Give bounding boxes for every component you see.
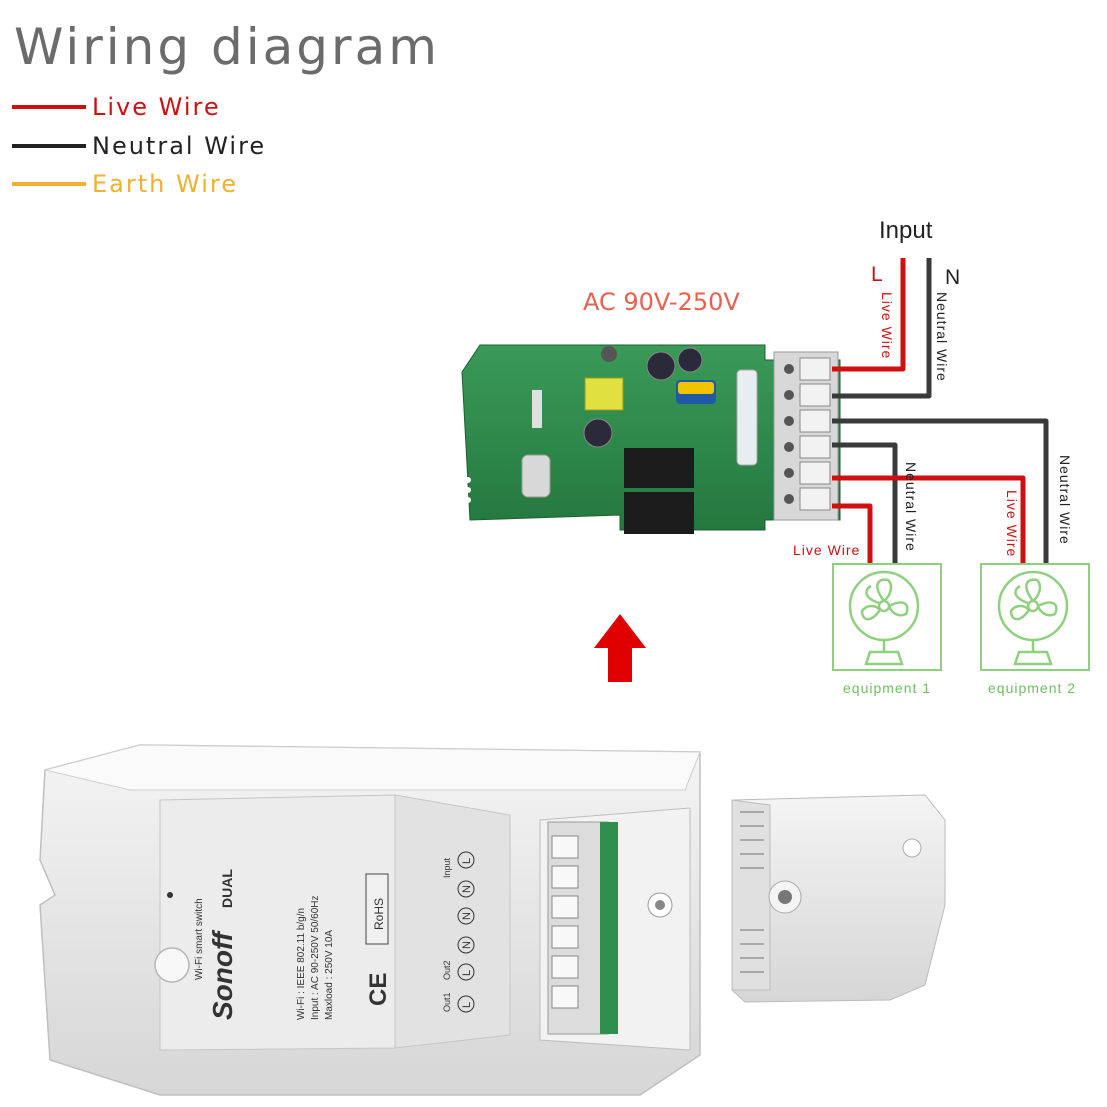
equipment-2-neutral-label: Neutral Wire bbox=[1057, 455, 1073, 545]
transformer-component bbox=[584, 377, 624, 411]
power-button bbox=[154, 947, 190, 983]
led-component bbox=[532, 390, 542, 428]
neutral-to-equipment-1 bbox=[832, 442, 898, 570]
equipment-2 bbox=[980, 563, 1090, 671]
svg-text:Out2: Out2 bbox=[442, 960, 452, 980]
svg-text:Input : AC 90-250V 50/60Hz: Input : AC 90-250V 50/60Hz bbox=[310, 895, 321, 1020]
legend-live-line bbox=[12, 105, 86, 109]
equipment-1-label: equipment 1 bbox=[843, 680, 931, 696]
legend-earth-line bbox=[12, 182, 86, 186]
equipment-1-live-label: Live Wire bbox=[793, 542, 860, 558]
equipment-2-label: equipment 2 bbox=[988, 680, 1076, 696]
svg-text:Wi-Fi smart switch: Wi-Fi smart switch bbox=[194, 898, 205, 980]
svg-text:Input: Input bbox=[442, 857, 452, 878]
capacitor-3 bbox=[583, 418, 613, 448]
input-title: Input bbox=[879, 217, 933, 244]
legend-live-label: Live Wire bbox=[92, 93, 221, 121]
svg-text:Out1: Out1 bbox=[442, 992, 452, 1012]
voltage-label: AC 90V-250V bbox=[583, 288, 740, 316]
svg-text:CE: CE bbox=[365, 973, 392, 1006]
input-neutral-label: Neutral Wire bbox=[934, 292, 950, 382]
input-neutral-letter: N bbox=[945, 266, 960, 289]
legend-earth-label: Earth Wire bbox=[92, 170, 238, 198]
fuse bbox=[736, 369, 758, 466]
pcb-board bbox=[461, 344, 841, 534]
relay-1 bbox=[624, 448, 694, 488]
live-to-equipment-2 bbox=[832, 475, 1026, 570]
legend-live: Live Wire bbox=[12, 92, 221, 122]
legend-earth: Earth Wire bbox=[12, 169, 238, 199]
svg-text:L: L bbox=[461, 1002, 473, 1008]
inductor bbox=[601, 346, 617, 362]
diagram-title: Wiring diagram bbox=[14, 18, 440, 76]
svg-text:N: N bbox=[461, 941, 473, 949]
legend-neutral-label: Neutral Wire bbox=[92, 132, 267, 160]
capacitor-2 bbox=[677, 347, 703, 373]
live-to-equipment-1 bbox=[832, 503, 873, 570]
equipment-2-live-label: Live Wire bbox=[1004, 490, 1020, 557]
input-live-letter: L bbox=[871, 263, 883, 286]
svg-text:L: L bbox=[461, 858, 473, 864]
equipment-1-neutral-label: Neutral Wire bbox=[903, 462, 919, 552]
fan-icon bbox=[997, 570, 1069, 666]
fan-icon bbox=[848, 570, 920, 666]
board-button bbox=[521, 454, 551, 498]
svg-text:DUAL: DUAL bbox=[219, 869, 235, 908]
legend-neutral: Neutral Wire bbox=[12, 131, 266, 161]
status-led bbox=[167, 892, 173, 898]
svg-text:RoHS: RoHS bbox=[372, 898, 386, 930]
equipment-1 bbox=[832, 563, 942, 671]
capacitor-1 bbox=[646, 351, 676, 381]
svg-text:Sonoff: Sonoff bbox=[207, 929, 238, 1020]
neutral-to-equipment-2 bbox=[832, 418, 1049, 570]
wires bbox=[832, 258, 1049, 570]
input-live-wire bbox=[832, 258, 906, 372]
svg-text:L: L bbox=[461, 970, 473, 976]
svg-text:Wi-Fi : IEEE 802.11 b/g/n: Wi-Fi : IEEE 802.11 b/g/n bbox=[296, 908, 307, 1020]
svg-text:N: N bbox=[461, 885, 473, 893]
legend-neutral-line bbox=[12, 144, 86, 148]
up-arrow-icon bbox=[594, 614, 646, 682]
terminal-block bbox=[773, 351, 839, 521]
sonoff-dual-device: Sonoff DUAL Wi-Fi smart switch Wi-Fi : I… bbox=[39, 744, 946, 1096]
svg-text:Maxload : 250V 10A: Maxload : 250V 10A bbox=[324, 930, 335, 1020]
input-live-label: Live Wire bbox=[879, 292, 895, 359]
relay-2 bbox=[624, 492, 694, 534]
input-neutral-wire bbox=[832, 258, 932, 399]
svg-text:N: N bbox=[461, 912, 473, 920]
